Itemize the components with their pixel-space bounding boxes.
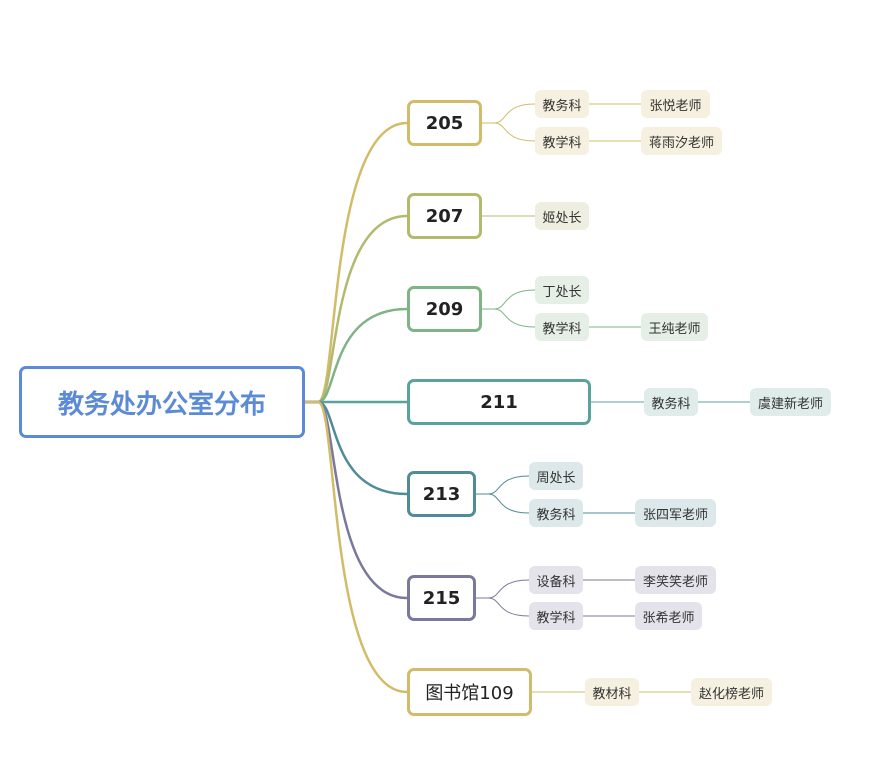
connector-branch-to-leaf bbox=[476, 579, 530, 599]
leaf-jiaoxueke[interactable]: 教学科 bbox=[535, 313, 589, 341]
connector-branch-to-leaf bbox=[476, 597, 530, 617]
connector-branch-to-leaf bbox=[482, 122, 536, 142]
connector-branch-to-leaf bbox=[482, 103, 536, 124]
leaf-jiaowuke[interactable]: 教务科 bbox=[644, 388, 698, 416]
leaf-teacher-zhao-huabang[interactable]: 赵化榜老师 bbox=[691, 678, 772, 706]
leaf-director-ding[interactable]: 丁处长 bbox=[535, 276, 589, 304]
root-topic[interactable]: 教务处办公室分布 bbox=[19, 366, 305, 438]
leaf-shebeike[interactable]: 设备科 bbox=[529, 566, 583, 594]
branch-211[interactable]: 211 bbox=[407, 379, 591, 425]
connector-root-to-branch bbox=[305, 121, 408, 404]
branch-library-109[interactable]: 图书馆109 bbox=[407, 668, 532, 716]
connector-root-to-branch bbox=[305, 214, 408, 404]
connector-root-to-branch bbox=[305, 400, 408, 600]
leaf-jiaoxueke[interactable]: 教学科 bbox=[535, 127, 589, 155]
branch-207[interactable]: 207 bbox=[407, 193, 482, 239]
connector-root-to-branch bbox=[305, 400, 408, 694]
branch-213[interactable]: 213 bbox=[407, 471, 476, 517]
leaf-teacher-zhang-sijun[interactable]: 张四军老师 bbox=[635, 499, 716, 527]
connector-root-to-branch bbox=[305, 307, 408, 404]
branch-215[interactable]: 215 bbox=[407, 575, 476, 621]
leaf-jiaocaike[interactable]: 教材科 bbox=[585, 678, 639, 706]
leaf-teacher-jiang-yuxi[interactable]: 蒋雨汐老师 bbox=[641, 127, 722, 155]
leaf-director-ji[interactable]: 姬处长 bbox=[535, 202, 589, 230]
branch-209[interactable]: 209 bbox=[407, 286, 482, 332]
connector-branch-to-leaf bbox=[476, 493, 530, 514]
leaf-teacher-zhang-xi[interactable]: 张希老师 bbox=[635, 602, 702, 630]
branch-205[interactable]: 205 bbox=[407, 100, 482, 146]
leaf-jiaowuke[interactable]: 教务科 bbox=[535, 90, 589, 118]
connector-branch-to-leaf bbox=[476, 475, 530, 495]
connector-branch-to-leaf bbox=[482, 308, 536, 328]
leaf-teacher-wang-chun[interactable]: 王纯老师 bbox=[641, 313, 708, 341]
leaf-director-zhou[interactable]: 周处长 bbox=[529, 462, 583, 490]
leaf-teacher-yu-jianxin[interactable]: 虞建新老师 bbox=[750, 388, 831, 416]
leaf-jiaowuke[interactable]: 教务科 bbox=[529, 499, 583, 527]
leaf-jiaoxueke[interactable]: 教学科 bbox=[529, 602, 583, 630]
connector-branch-to-leaf bbox=[482, 289, 536, 310]
leaf-teacher-zhang-yue[interactable]: 张悦老师 bbox=[641, 90, 710, 118]
connector-root-to-branch bbox=[305, 400, 408, 496]
leaf-teacher-li-xiaoxiao[interactable]: 李笑笑老师 bbox=[635, 566, 716, 594]
